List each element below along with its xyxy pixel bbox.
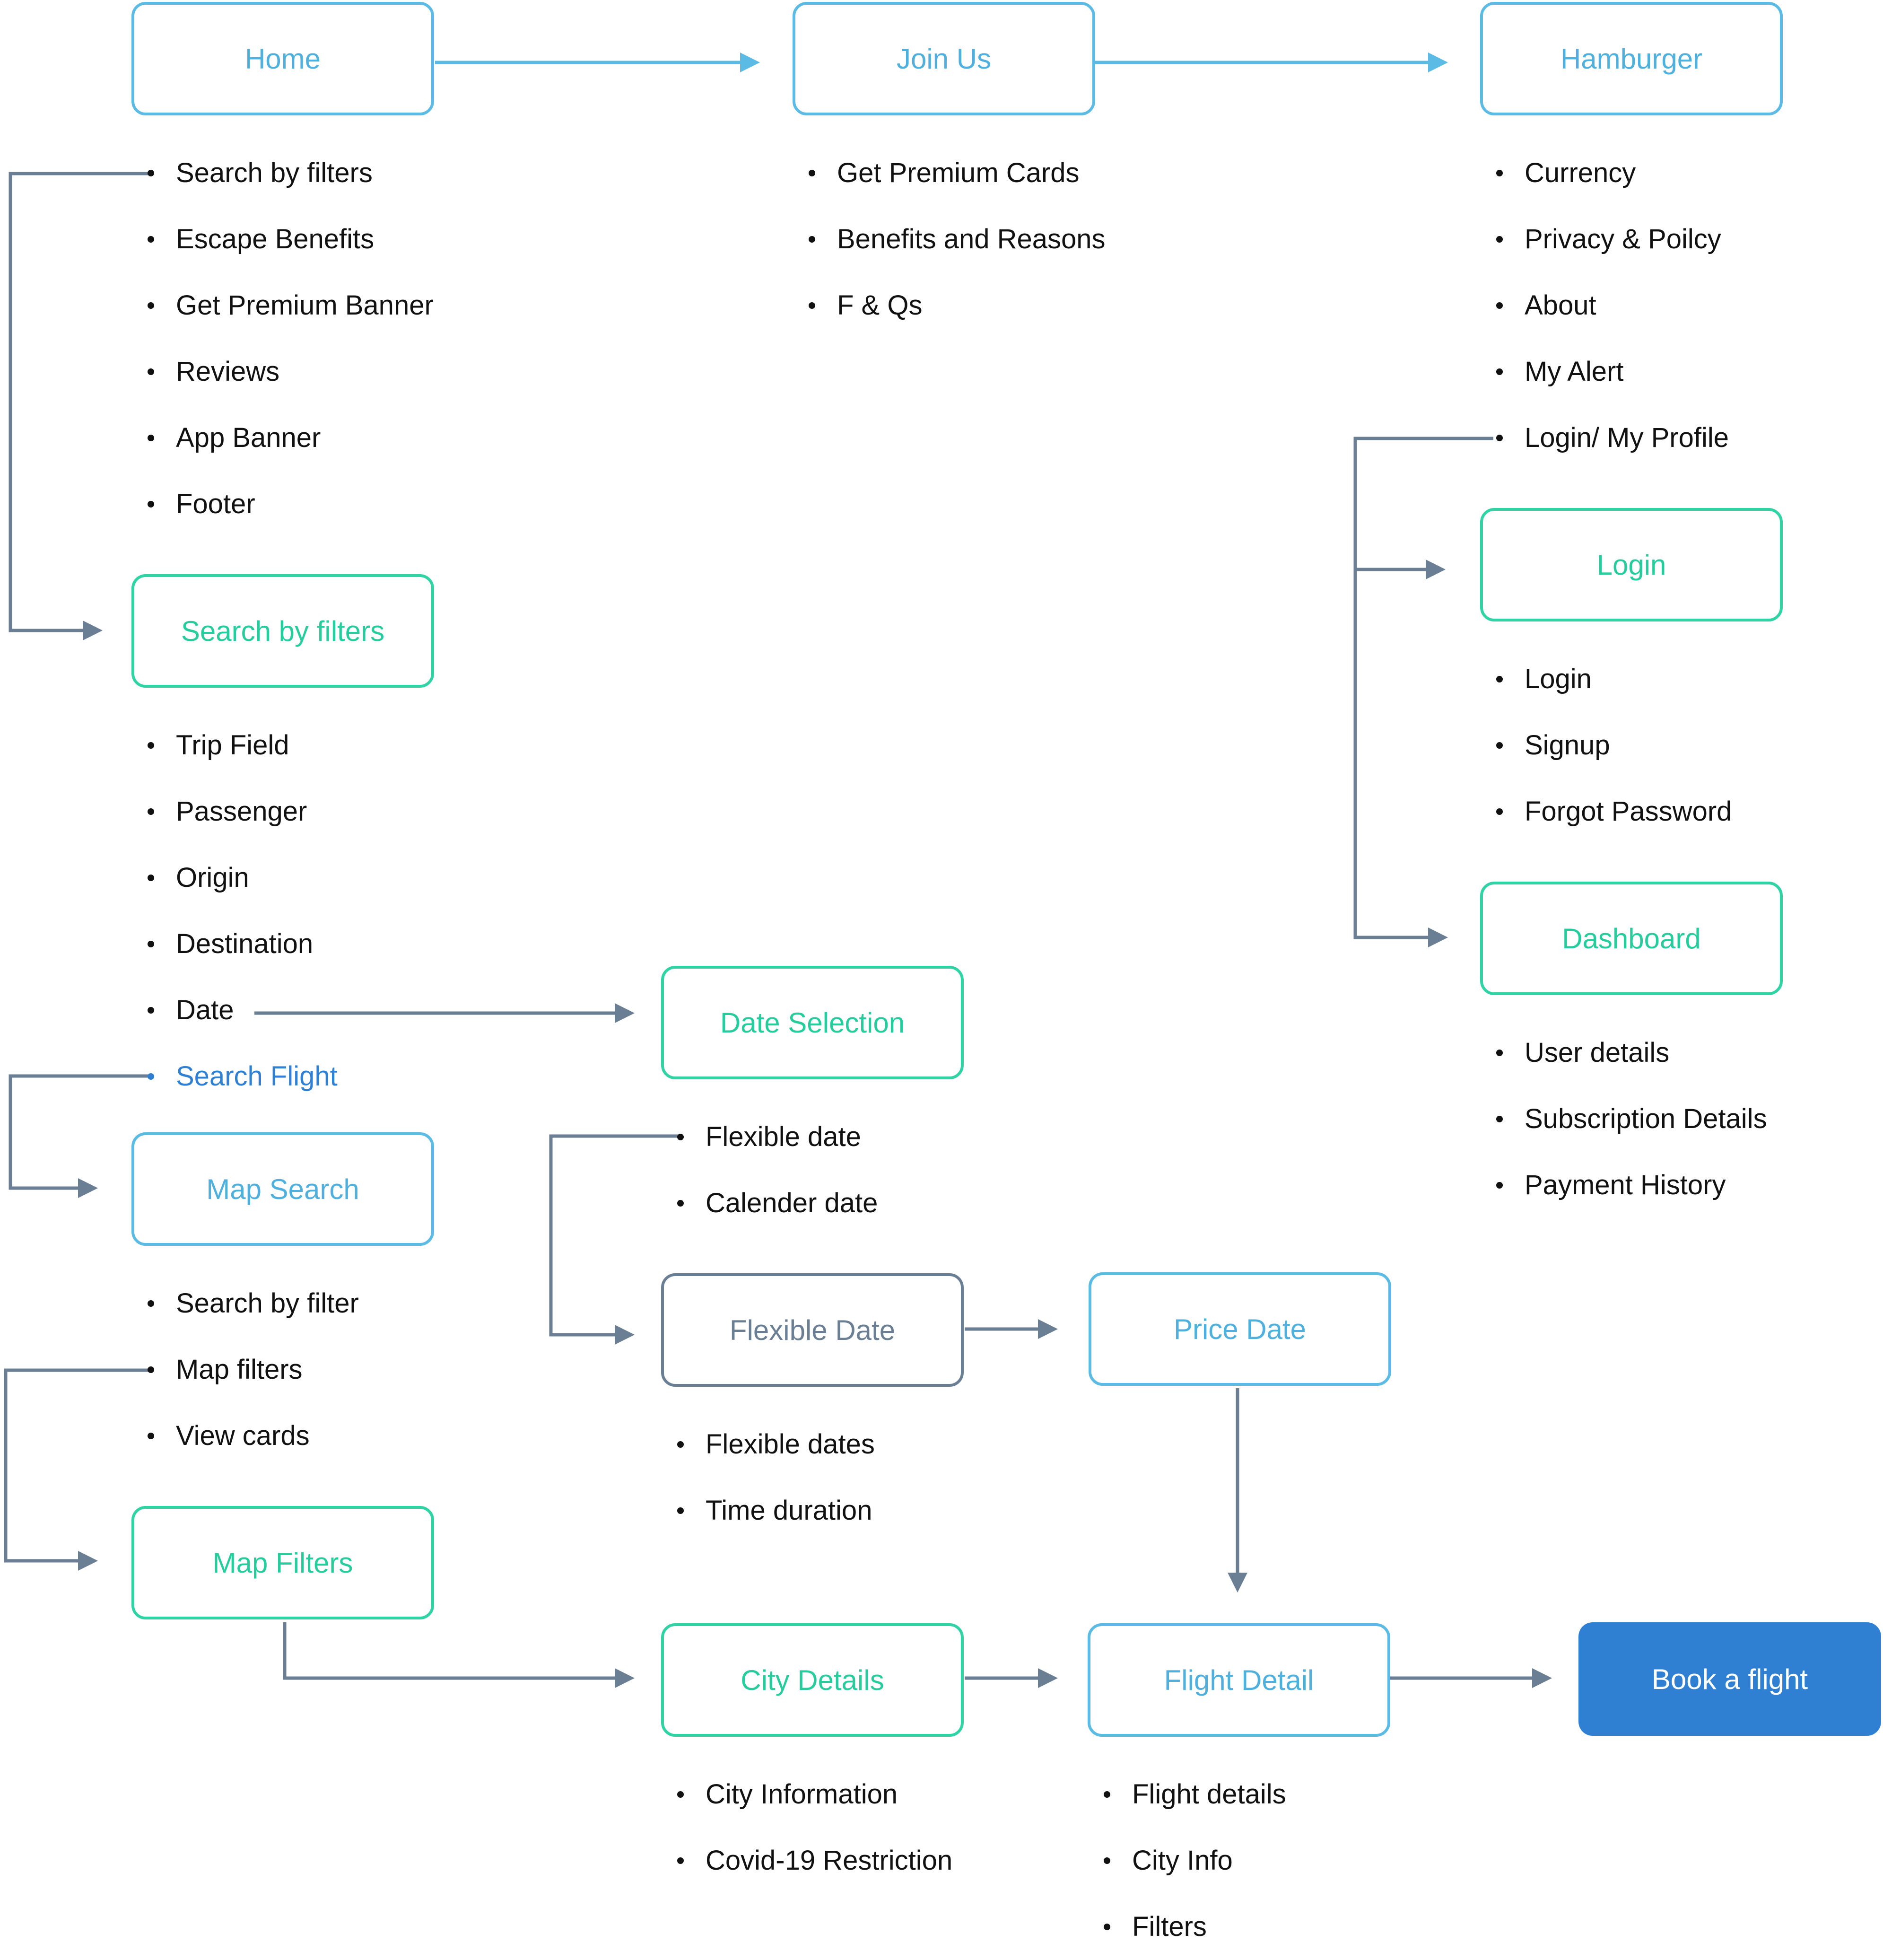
map-search-items-list: Search by filter Map filters View cards — [148, 1270, 359, 1469]
dashboard-items-list: User details Subscription Details Paymen… — [1496, 1020, 1767, 1218]
node-hamburger[interactable]: Hamburger — [1480, 2, 1783, 115]
flexible-date-items-list: Flexible dates Time duration — [677, 1411, 875, 1544]
login-items-list: Login Signup Forgot Password — [1496, 646, 1732, 845]
list-item: Search by filters — [148, 140, 434, 206]
list-item: My Alert — [1496, 339, 1729, 405]
list-item: City Information — [677, 1761, 952, 1828]
date-selection-items-list: Flexible date Calender date — [677, 1104, 878, 1236]
list-item: Passenger — [148, 779, 338, 845]
search-by-filters-items-list: Trip Field Passenger Origin Destination … — [148, 712, 338, 1110]
list-item: Time duration — [677, 1478, 875, 1544]
list-item: App Banner — [148, 405, 434, 471]
node-join-us[interactable]: Join Us — [793, 2, 1095, 115]
node-flexible-date[interactable]: Flexible Date — [661, 1273, 964, 1387]
list-item: Reviews — [148, 339, 434, 405]
connector-search-flight-to-map-search — [9, 1074, 151, 1198]
connector-search-filters-item-to-node — [9, 172, 151, 640]
list-item: Trip Field — [148, 712, 338, 779]
node-date-selection[interactable]: Date Selection — [661, 966, 964, 1079]
list-item: Search by filter — [148, 1270, 359, 1337]
list-item: About — [1496, 272, 1729, 339]
list-item: Login/ My Profile — [1496, 405, 1729, 471]
list-item: Covid-19 Restriction — [677, 1828, 952, 1894]
list-item: User details — [1496, 1020, 1767, 1086]
list-item: Get Premium Cards — [809, 140, 1105, 206]
list-item: Benefits and Reasons — [809, 206, 1105, 272]
search-flight-link[interactable]: Search Flight — [148, 1043, 338, 1110]
city-details-items-list: City Information Covid-19 Restriction — [677, 1761, 952, 1894]
join-us-items-list: Get Premium Cards Benefits and Reasons F… — [809, 140, 1105, 339]
list-item: Filters — [1104, 1894, 1286, 1960]
list-item: Map filters — [148, 1337, 359, 1403]
node-home[interactable]: Home — [131, 2, 434, 115]
list-item: Flexible dates — [677, 1411, 875, 1478]
book-a-flight-button[interactable]: Book a flight — [1578, 1622, 1881, 1736]
list-item: View cards — [148, 1403, 359, 1469]
home-items-list: Search by filters Escape Benefits Get Pr… — [148, 140, 434, 537]
list-item: Origin — [148, 845, 338, 911]
connector-login-item-to-dashboard — [1353, 569, 1448, 947]
node-price-date[interactable]: Price Date — [1089, 1272, 1391, 1386]
list-item: F & Qs — [809, 272, 1105, 339]
node-city-details[interactable]: City Details — [661, 1623, 964, 1737]
list-item: Flexible date — [677, 1104, 878, 1170]
list-item: Footer — [148, 471, 434, 537]
list-item: Login — [1496, 646, 1732, 712]
connector-login-item-to-login — [1353, 437, 1493, 579]
node-search-by-filters[interactable]: Search by filters — [131, 574, 434, 688]
flight-detail-items-list: Flight details City Info Filters — [1104, 1761, 1286, 1960]
node-map-search[interactable]: Map Search — [131, 1132, 434, 1246]
list-item: Flight details — [1104, 1761, 1286, 1828]
list-item: Forgot Password — [1496, 779, 1732, 845]
list-item: Privacy & Poilcy — [1496, 206, 1729, 272]
connector-map-filters-to-city-details — [283, 1622, 635, 1688]
list-item: Date — [148, 977, 338, 1043]
node-map-filters[interactable]: Map Filters — [131, 1506, 434, 1619]
list-item: Payment History — [1496, 1152, 1767, 1218]
hamburger-items-list: Currency Privacy & Poilcy About My Alert… — [1496, 140, 1729, 471]
list-item: Signup — [1496, 712, 1732, 779]
list-item: City Info — [1104, 1828, 1286, 1894]
list-item: Escape Benefits — [148, 206, 434, 272]
list-item: Destination — [148, 911, 338, 977]
node-flight-detail[interactable]: Flight Detail — [1088, 1623, 1390, 1737]
list-item: Subscription Details — [1496, 1086, 1767, 1152]
list-item: Calender date — [677, 1170, 878, 1236]
node-login[interactable]: Login — [1480, 508, 1783, 621]
connector-flexible-date-item-to-node — [549, 1134, 679, 1345]
node-dashboard[interactable]: Dashboard — [1480, 882, 1783, 995]
list-item: Currency — [1496, 140, 1729, 206]
list-item: Get Premium Banner — [148, 272, 434, 339]
connector-map-filters-item-to-node — [4, 1368, 151, 1571]
